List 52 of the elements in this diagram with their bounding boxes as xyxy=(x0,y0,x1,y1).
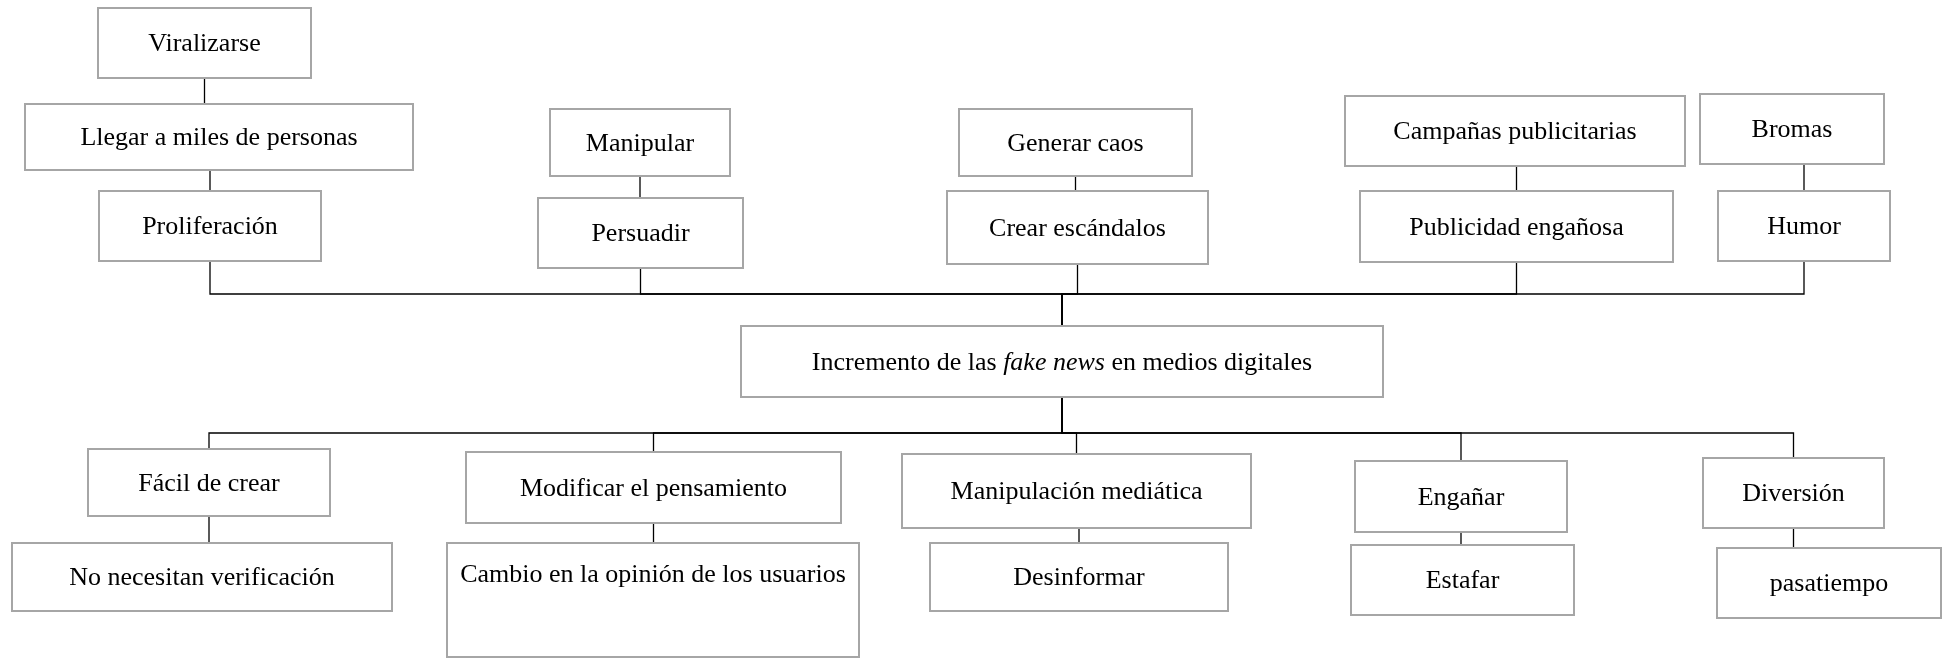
box-label: Proliferación xyxy=(142,210,278,242)
box-label: Cambio en la opinión de los usuarios xyxy=(460,558,846,590)
box-label: Incremento de las fake news en medios digitales xyxy=(811,345,1313,378)
box-label: Persuadir xyxy=(591,217,690,249)
connector-line xyxy=(1515,166,1518,191)
text-box xyxy=(1344,95,1686,167)
text-box xyxy=(549,108,731,177)
text-box xyxy=(1717,190,1891,262)
box-label: Crear escándalos xyxy=(989,211,1166,244)
connector-line xyxy=(1460,532,1462,545)
text-box xyxy=(24,103,414,171)
box-label: Generar caos xyxy=(1007,126,1144,159)
box-label: Llegar a miles de personas xyxy=(80,121,358,153)
text-box xyxy=(537,197,744,269)
text-box xyxy=(1354,460,1568,533)
box-label: No necesitan verificación xyxy=(69,561,335,593)
connector-line xyxy=(203,78,206,104)
text-box xyxy=(87,448,331,517)
box-label: Manipulación mediática xyxy=(950,475,1203,507)
box-label: pasatiempo xyxy=(1769,567,1889,599)
box-label: Fácil de crear xyxy=(138,466,280,499)
box-label: Modificar el pensamiento xyxy=(519,471,788,504)
box-label: Diversión xyxy=(1742,477,1845,509)
text-box xyxy=(1716,547,1942,619)
connector-line xyxy=(1803,164,1805,191)
text-box xyxy=(929,542,1229,612)
text-box xyxy=(1350,544,1575,616)
box-label: Campañas publicitarias xyxy=(1393,115,1637,147)
box-label: Publicidad engañosa xyxy=(1409,210,1624,243)
text-box xyxy=(901,453,1252,529)
text-box xyxy=(98,190,322,262)
text-box xyxy=(465,451,842,524)
box-label: Viralizarse xyxy=(148,27,261,59)
text-box xyxy=(740,325,1384,398)
box-label: Manipular xyxy=(585,126,695,159)
connector-line xyxy=(209,170,211,191)
box-label: Estafar xyxy=(1425,564,1500,596)
connector-line xyxy=(639,176,641,198)
text-box xyxy=(946,190,1209,265)
box-label: Desinformar xyxy=(1013,561,1145,593)
text-box xyxy=(1699,93,1885,165)
text-box xyxy=(1359,190,1674,263)
text-box xyxy=(958,108,1193,177)
box-label: Humor xyxy=(1767,210,1841,242)
text-box xyxy=(1702,457,1885,529)
connector-line xyxy=(208,516,210,543)
box-label: Bromas xyxy=(1751,113,1833,145)
box-label: Engañar xyxy=(1417,480,1505,513)
connector-line xyxy=(1078,528,1080,543)
text-box xyxy=(97,7,312,79)
text-box xyxy=(11,542,393,612)
text-box xyxy=(446,542,860,658)
